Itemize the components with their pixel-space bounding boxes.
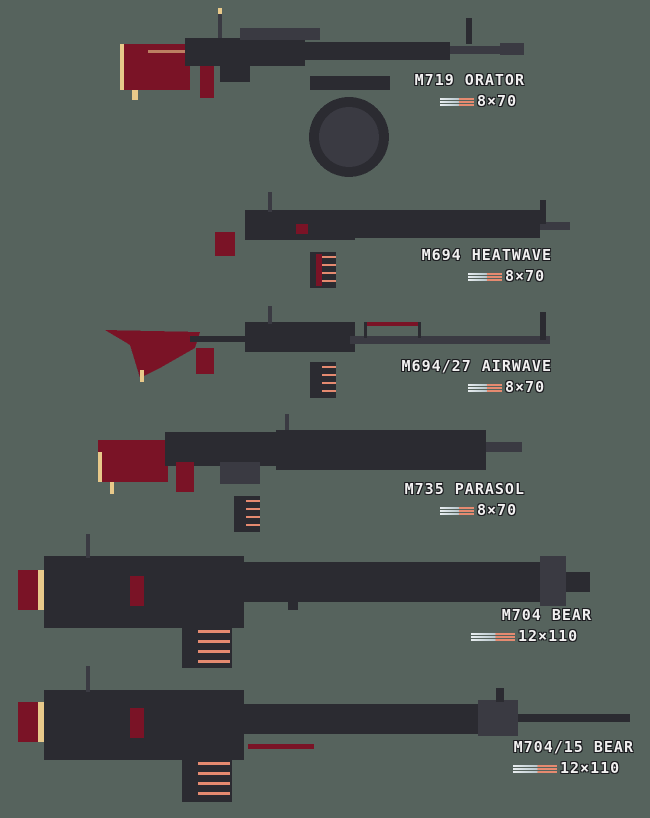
barrel-jacket <box>240 562 540 602</box>
barrel <box>350 336 550 344</box>
grip <box>176 462 194 492</box>
cartridge-icon <box>440 506 474 516</box>
grip <box>200 66 214 98</box>
carry-handle <box>248 744 314 749</box>
weapon-name: M694/27 AIRWAVE <box>401 357 552 375</box>
m719-sprite <box>120 8 524 177</box>
caliber-label: 8×70 <box>440 93 517 110</box>
barrel <box>240 704 500 734</box>
ammo-belt <box>310 252 336 288</box>
barrel <box>450 46 520 54</box>
cartridge-icon <box>471 632 515 642</box>
carry-handle <box>364 322 420 326</box>
weapon-m694-27-airwave: M694/27 AIRWAVE 8×70 <box>105 306 552 398</box>
ammo-belt <box>310 362 336 398</box>
caliber-label: 8×70 <box>440 502 517 519</box>
cartridge-icon <box>513 764 557 774</box>
receiver <box>185 38 305 66</box>
grip <box>215 232 235 256</box>
caliber-value: 8×70 <box>477 92 518 110</box>
ammo-belt <box>182 626 232 668</box>
caliber-value: 8×70 <box>505 267 546 285</box>
m694-sprite <box>215 192 570 288</box>
caliber-value: 8×70 <box>477 501 518 519</box>
handguard <box>300 42 450 60</box>
weapon-name: M694 HEATWAVE <box>421 246 552 264</box>
weapon-m704-bear: M704 BEAR 12×110 <box>18 534 592 668</box>
caliber-value: 12×110 <box>560 759 621 777</box>
weapon-name: M704/15 BEAR <box>513 738 634 756</box>
cartridge-icon <box>468 272 502 282</box>
receiver <box>245 322 355 352</box>
caliber-value: 12×110 <box>518 627 579 645</box>
barrel-jacket <box>276 430 486 470</box>
barrel-jacket <box>350 210 540 238</box>
weapon-name: M704 BEAR <box>501 606 592 624</box>
cartridge-icon <box>440 97 474 107</box>
caliber-value: 8×70 <box>505 378 546 396</box>
weapon-m719-orator: M719 ORATOR 8×70 <box>0 0 650 200</box>
weapon-name: M719 ORATOR <box>414 71 525 89</box>
m694-27-sprite <box>105 306 550 398</box>
stock <box>105 330 200 378</box>
caliber-label: 8×70 <box>468 268 545 285</box>
cartridge-icon <box>468 383 502 393</box>
ammo-belt <box>182 758 232 802</box>
muzzle <box>566 572 590 592</box>
stock <box>98 440 168 482</box>
weapon-name: M735 PARASOL <box>404 480 525 498</box>
caliber-label: 12×110 <box>513 760 620 777</box>
weapon-m735-parasol: M735 PARASOL 8×70 <box>98 414 525 532</box>
muzzle <box>518 714 630 722</box>
receiver <box>165 432 280 466</box>
muzzle <box>486 442 522 452</box>
ammo-belt <box>234 496 260 532</box>
weapon-m694-heatwave: M694 HEATWAVE 8×70 <box>0 0 650 300</box>
caliber-label: 8×70 <box>468 379 545 396</box>
m735-sprite <box>98 414 522 532</box>
grip <box>196 348 214 374</box>
caliber-label: 12×110 <box>471 628 578 645</box>
m704-sprite <box>18 534 590 668</box>
